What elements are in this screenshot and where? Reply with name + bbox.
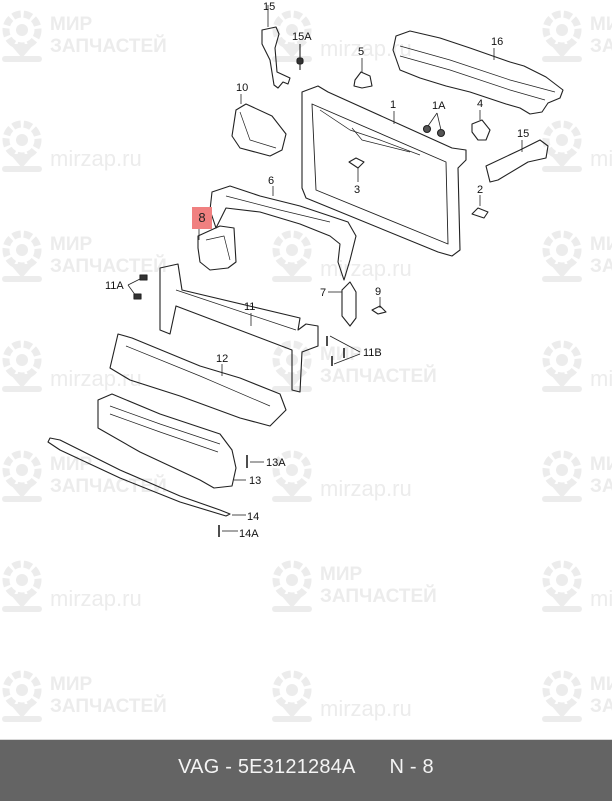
callout-label-6[interactable]: 6 bbox=[268, 175, 275, 187]
part-12-cover-icon bbox=[109, 333, 287, 427]
brand-separator: - bbox=[219, 756, 238, 778]
part-11a-bolts-icon bbox=[127, 274, 148, 300]
part-16-air-duct-icon bbox=[392, 30, 564, 115]
callout-label-14a[interactable]: 14A bbox=[239, 528, 259, 540]
parts-line-art bbox=[47, 5, 564, 537]
callout-label-15[interactable]: 15 bbox=[263, 1, 276, 13]
callout-label-12[interactable]: 12 bbox=[216, 353, 229, 365]
part-15-lower-bracket-icon bbox=[485, 139, 549, 183]
part-15-bracket-icon bbox=[261, 5, 291, 89]
callout-label-11b[interactable]: 11B bbox=[363, 347, 382, 359]
part-7-bracket-icon bbox=[328, 281, 357, 327]
callout-label-2[interactable]: 2 bbox=[477, 184, 484, 196]
callout-label-11[interactable]: 11 bbox=[244, 301, 256, 313]
callout-label-15a[interactable]: 15A bbox=[292, 31, 312, 43]
callout-label-13a[interactable]: 13A bbox=[266, 457, 286, 469]
part-15a-bolt-icon bbox=[296, 44, 304, 70]
part-11-bumper-carrier-icon bbox=[159, 263, 319, 393]
callout-label-4[interactable]: 4 bbox=[477, 98, 484, 110]
part-4-clip-icon bbox=[471, 110, 491, 141]
callout-label-9[interactable]: 9 bbox=[375, 286, 382, 298]
part-1a-nuts-icon bbox=[422, 112, 446, 138]
part-9-clip-icon bbox=[371, 297, 387, 315]
callout-label-5[interactable]: 5 bbox=[358, 46, 365, 58]
brand-label: VAG bbox=[178, 756, 220, 778]
callout-label-14[interactable]: 14 bbox=[247, 511, 260, 523]
callout-label-11a[interactable]: 11A bbox=[105, 280, 124, 292]
part-3-clip-icon bbox=[348, 157, 365, 182]
part-info-bar: VAG - 5E3121284A N - 8 bbox=[0, 739, 612, 801]
callout-label-3[interactable]: 3 bbox=[354, 184, 361, 196]
part-14a-bolt-icon bbox=[218, 525, 238, 537]
callout-label-13[interactable]: 13 bbox=[249, 475, 262, 487]
part-13-air-guide-icon bbox=[97, 393, 246, 489]
callout-label-8[interactable]: 8 bbox=[192, 207, 212, 229]
part-14-trim-strip-icon bbox=[47, 437, 246, 517]
part-2-clip-icon bbox=[471, 195, 489, 219]
part-5-clip-icon bbox=[353, 58, 373, 89]
part-1-front-frame-icon bbox=[301, 85, 467, 257]
callout-label-7[interactable]: 7 bbox=[320, 287, 327, 299]
part-number: 5E3121284A bbox=[237, 756, 356, 778]
callout-label-1a[interactable]: 1A bbox=[432, 100, 446, 112]
callout-label-1[interactable]: 1 bbox=[390, 99, 397, 111]
callout-label-15b[interactable]: 15 bbox=[517, 128, 530, 140]
callout-label-16[interactable]: 16 bbox=[491, 36, 504, 48]
callout-label-10[interactable]: 10 bbox=[236, 82, 249, 94]
part-8-air-guide-icon bbox=[197, 225, 237, 271]
part-11b-bolts-icon bbox=[326, 335, 361, 366]
position-label: N - 8 bbox=[389, 756, 434, 778]
part-10-air-guide-icon bbox=[231, 94, 287, 157]
part-13a-bolt-icon bbox=[246, 455, 264, 468]
part-6-lock-carrier-icon bbox=[209, 185, 357, 281]
